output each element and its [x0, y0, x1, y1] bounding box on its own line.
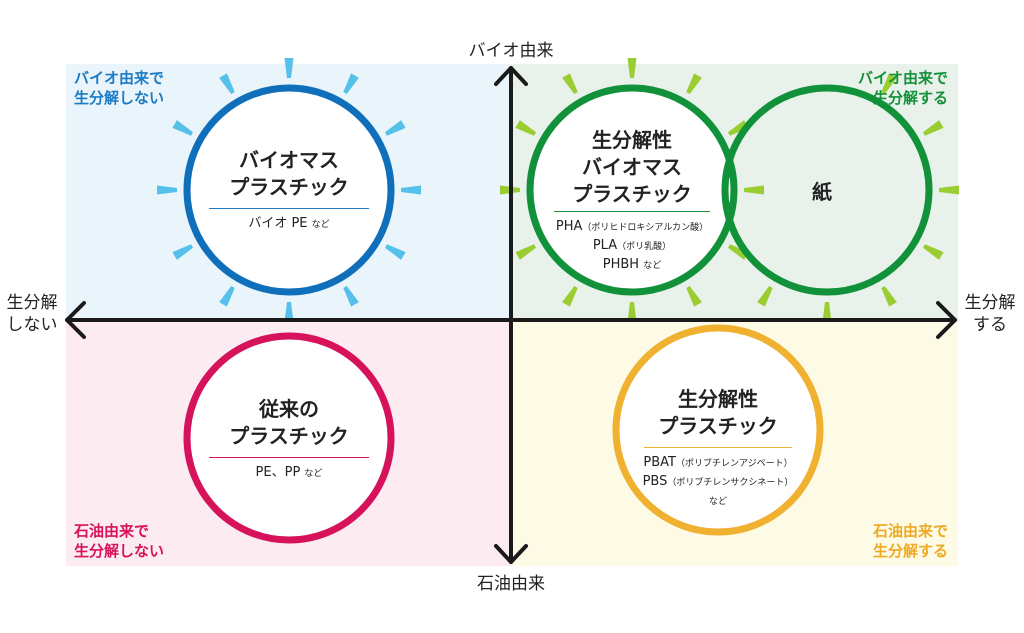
biodegradable-plastic-content: 生分解性プラスチック PBAT（ポリブチレンアジペート） PBS（ポリブチレンサ… — [628, 386, 808, 511]
ray-mark — [562, 286, 578, 307]
ray-mark — [627, 58, 637, 78]
arrow-right-icon — [936, 301, 957, 339]
ray-mark — [172, 244, 193, 260]
paper-label: 紙 — [812, 180, 832, 204]
axis-label-left: 生分解しない — [6, 293, 58, 335]
ray-mark — [881, 286, 897, 307]
biodegradable-example-pbat: PBAT（ポリブチレンアジペート） — [643, 455, 793, 470]
biomass-example: バイオ PE など — [248, 216, 330, 231]
bio-biodegradable-rays — [500, 58, 959, 322]
ray-mark — [157, 185, 177, 195]
ray-mark — [343, 73, 359, 94]
bio-biodegradable-divider — [554, 211, 710, 212]
ray-mark — [686, 73, 702, 94]
axes — [65, 66, 957, 564]
ray-mark — [401, 185, 421, 195]
circle-bio-biodegradable-plastic — [526, 84, 738, 296]
biodegradable-plastic-title: 生分解性プラスチック — [658, 387, 778, 438]
bio-biodegradable-example-pha: PHA（ポリヒドロキシアルカン酸） — [555, 219, 709, 234]
ray-mark — [939, 185, 959, 195]
circle-paper — [721, 84, 933, 296]
ray-mark — [686, 286, 702, 307]
conventional-divider — [209, 457, 369, 458]
circle-biomass-plastic — [183, 84, 395, 296]
ray-mark — [881, 73, 897, 94]
ray-mark — [822, 302, 832, 322]
bio-biodegradable-example-pla: PLA（ポリ乳酸） — [592, 238, 672, 253]
ray-mark — [515, 120, 536, 136]
biodegradable-example-pbs: PBS（ポリブチレンサクシネート） — [642, 474, 794, 489]
ray-mark — [923, 244, 944, 260]
ray-mark — [744, 185, 764, 195]
bio-biodegradable-title: 生分解性バイオマスプラスチック — [572, 128, 692, 206]
ray-mark — [219, 73, 235, 94]
ray-mark — [284, 58, 294, 78]
biomass-divider — [209, 208, 369, 209]
ray-mark — [923, 120, 944, 136]
bio-biodegradable-example-phbh: PHBH など — [602, 257, 662, 272]
axis-label-bottom: 石油由来 — [477, 574, 545, 594]
ray-mark — [627, 302, 637, 322]
ray-mark — [219, 286, 235, 307]
ray-mark — [757, 286, 773, 307]
ray-mark — [562, 73, 578, 94]
ray-mark — [343, 286, 359, 307]
conventional-example: PE、PP など — [255, 465, 323, 480]
ray-mark — [172, 120, 193, 136]
ray-mark — [728, 244, 749, 260]
ray-mark — [728, 120, 749, 136]
biomass-plastic-content: バイオマスプラスチック バイオ PE など — [199, 147, 379, 234]
arrow-up-icon — [494, 66, 528, 86]
ray-mark — [515, 244, 536, 260]
corner-label-top-right: バイオ由来で生分解する — [857, 69, 948, 107]
corner-label-bottom-right: 石油由来で生分解する — [872, 522, 948, 560]
circle-conventional-plastic — [183, 332, 395, 544]
biodegradable-divider — [644, 447, 792, 448]
axis-label-top: バイオ由来 — [468, 41, 554, 61]
arrow-left-icon — [65, 301, 86, 339]
corner-label-top-left: バイオ由来で生分解しない — [74, 69, 165, 107]
ray-mark — [284, 302, 294, 322]
biomass-plastic-title: バイオマスプラスチック — [229, 148, 349, 199]
conventional-plastic-content: 従来のプラスチック PE、PP など — [199, 396, 379, 483]
circle-biodegradable-plastic — [612, 324, 824, 536]
corner-label-bottom-left: 石油由来で生分解しない — [74, 522, 165, 560]
ray-mark — [385, 120, 406, 136]
ray-mark — [385, 244, 406, 260]
biodegradable-example-etc: など — [708, 497, 727, 507]
axis-label-right: 生分解する — [964, 293, 1016, 335]
bio-biodegradable-content: 生分解性バイオマスプラスチック PHA（ポリヒドロキシアルカン酸） PLA（ポリ… — [552, 127, 712, 275]
conventional-plastic-title: 従来のプラスチック — [229, 397, 349, 448]
arrow-down-icon — [494, 544, 528, 564]
biomass-rays — [157, 58, 421, 322]
